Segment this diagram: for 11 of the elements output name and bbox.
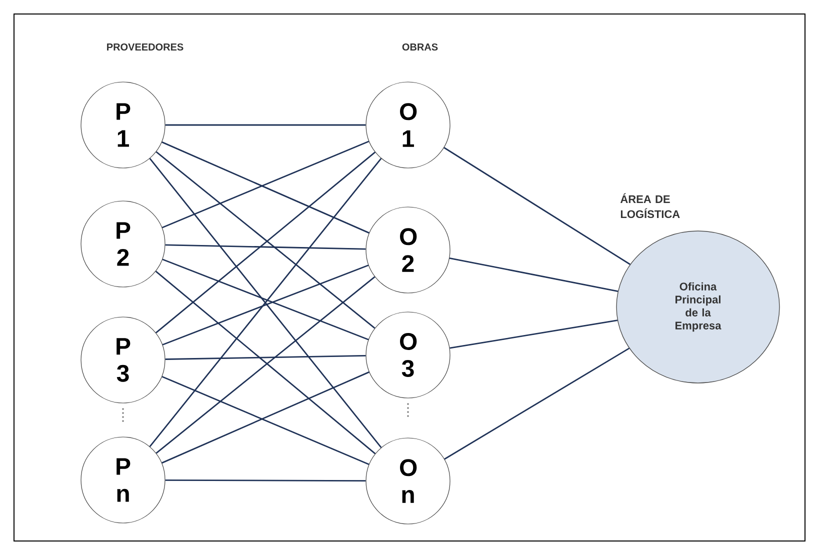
connector-line bbox=[165, 244, 366, 250]
connector-line bbox=[450, 320, 618, 349]
connector-line bbox=[449, 257, 618, 292]
connector-line bbox=[165, 355, 366, 360]
connector-line bbox=[165, 124, 366, 126]
connector-line bbox=[165, 479, 366, 482]
connector-line bbox=[444, 348, 630, 460]
column-heading: PROVEEDORES bbox=[107, 43, 184, 51]
area-label: ÁREA DE LOGÍSTICA bbox=[620, 193, 680, 218]
column-heading: OBRAS bbox=[402, 43, 438, 51]
connector-line bbox=[444, 147, 630, 265]
